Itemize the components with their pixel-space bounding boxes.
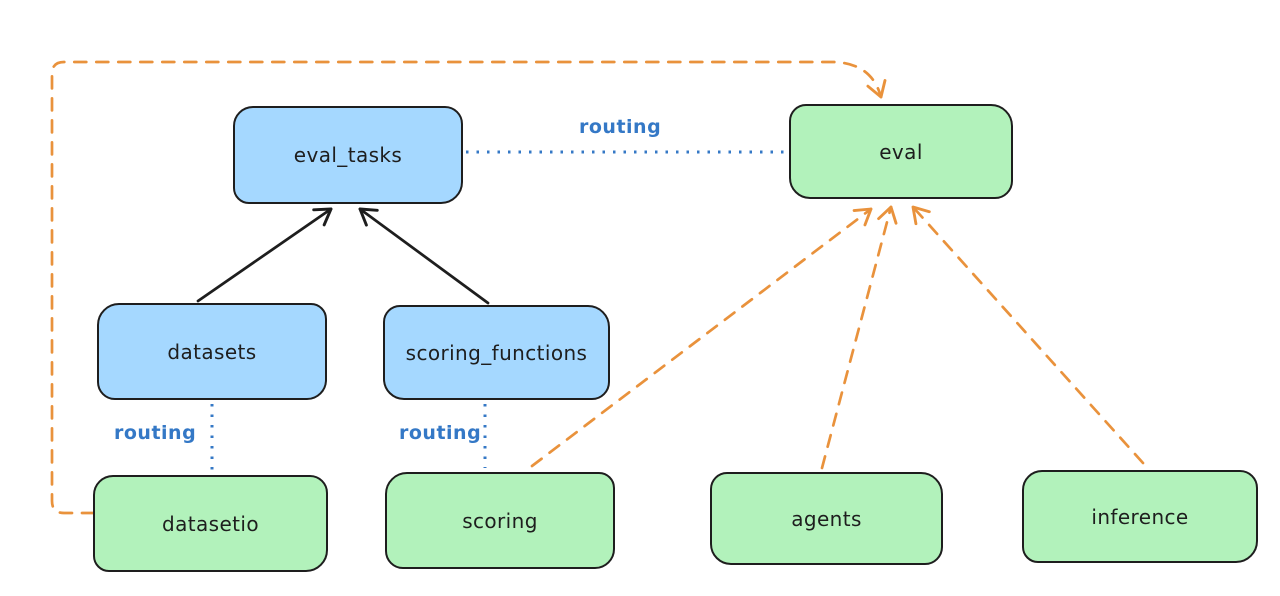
node-inference-label: inference xyxy=(1091,504,1189,529)
node-datasets-label: datasets xyxy=(167,339,257,364)
node-eval-tasks-label: eval_tasks xyxy=(293,143,403,167)
edge-label-routing-top: routing xyxy=(579,116,662,138)
node-scoring: scoring xyxy=(385,472,615,569)
node-scoring-functions-label: scoring_functions xyxy=(405,340,588,365)
node-scoring-functions: scoring_functions xyxy=(383,305,610,400)
node-datasetio: datasetio xyxy=(93,475,328,572)
edge-scoring-to-eval xyxy=(530,207,873,468)
edge-datasetio-to-eval xyxy=(50,60,887,515)
edge-label-routing-left: routing xyxy=(114,422,197,444)
edge-scoring-functions-to-eval-tasks xyxy=(358,207,490,305)
edge-datasets-to-eval-tasks xyxy=(196,207,333,303)
node-eval: eval xyxy=(789,104,1013,199)
node-agents: agents xyxy=(710,472,943,565)
node-scoring-label: scoring xyxy=(462,508,538,533)
node-inference: inference xyxy=(1022,470,1258,563)
edge-label-routing-middle: routing xyxy=(399,422,482,444)
edge-agents-to-eval xyxy=(820,205,898,470)
edge-inference-to-eval xyxy=(911,205,1145,465)
node-datasetio-label: datasetio xyxy=(161,511,259,536)
node-agents-label: agents xyxy=(791,506,862,531)
node-eval-tasks: eval_tasks xyxy=(233,106,463,204)
node-datasets: datasets xyxy=(97,303,327,400)
node-eval-label: eval xyxy=(879,139,923,164)
